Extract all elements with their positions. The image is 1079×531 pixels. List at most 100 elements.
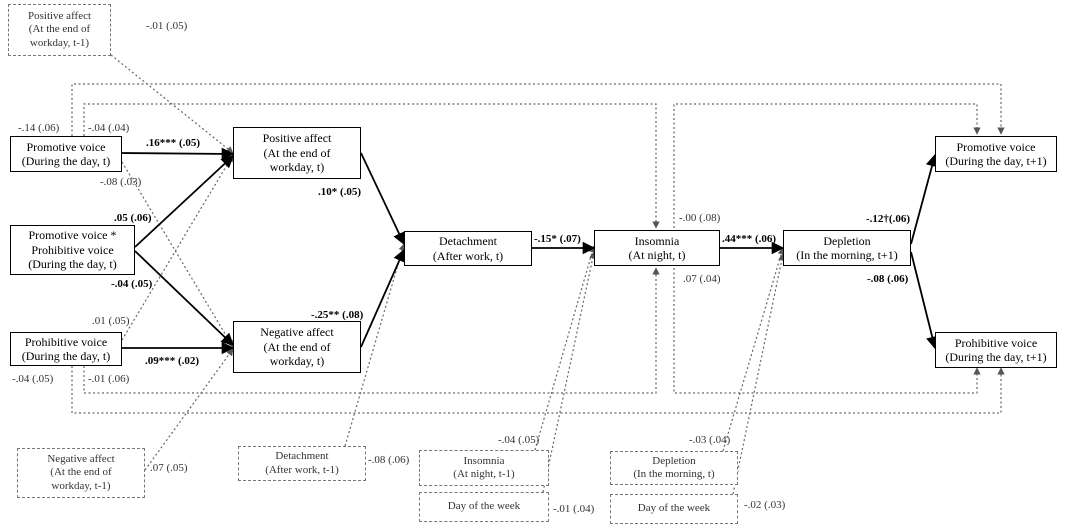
node-line: Insomnia bbox=[634, 233, 680, 248]
node-line: Negative affect bbox=[260, 325, 334, 340]
node-depletion-prev: Depletion(In the morning, t) bbox=[610, 451, 738, 485]
ins-prev-to-ins-path bbox=[534, 245, 596, 451]
dep-to-prom-path bbox=[910, 153, 939, 245]
inner-top-loop-left bbox=[83, 103, 660, 229]
node-line: (At the end of bbox=[263, 145, 331, 160]
node-promotive-voice-t: Promotive voice(During the day, t) bbox=[10, 136, 122, 172]
node-line: (During the day, t) bbox=[21, 154, 111, 168]
node-depletion-t1: Depletion(In the morning, t+1) bbox=[783, 230, 911, 266]
node-prohibitive-voice-t: Prohibitive voice(During the day, t) bbox=[10, 332, 122, 366]
inner-top-loop-right bbox=[673, 103, 981, 228]
inner-bottom-loop-left bbox=[83, 267, 660, 394]
node-day-of-week-1: Day of the week bbox=[419, 492, 549, 522]
node-line: Insomnia bbox=[463, 454, 505, 467]
node-line: Day of the week bbox=[637, 502, 711, 515]
coef-det-prev-to-det: -.08 (.06) bbox=[368, 454, 410, 466]
node-line: workday, t) bbox=[269, 160, 325, 175]
det-prev-to-det-path bbox=[344, 243, 406, 447]
node-line: (During the day, t+1) bbox=[945, 154, 1047, 168]
node-voice-interaction: Promotive voice *Prohibitive voice(Durin… bbox=[10, 225, 135, 275]
node-detachment-prev: Detachment(After work, t-1) bbox=[238, 446, 366, 481]
node-line: (After work, t-1) bbox=[265, 463, 339, 476]
node-line: (During the day, t) bbox=[28, 257, 117, 272]
outer-top-loop bbox=[71, 83, 1005, 136]
coef-prom-to-pa: .16*** (.05) bbox=[146, 137, 201, 149]
node-line: (During the day, t) bbox=[21, 349, 111, 363]
node-promotive-voice-t1: Promotive voice(During the day, t+1) bbox=[935, 136, 1057, 172]
coef-prom-to-na: -.08 (.03) bbox=[100, 176, 142, 188]
node-prohibitive-voice-t1: Prohibitive voice(During the day, t+1) bbox=[935, 332, 1057, 368]
node-line: Positive affect bbox=[27, 10, 92, 23]
coef-prom-to-ins: -.04 (.04) bbox=[88, 122, 130, 134]
node-line: Detachment bbox=[439, 234, 497, 249]
coef-dow1-to-ins: -.01 (.04) bbox=[553, 503, 595, 515]
node-day-of-week-2: Day of the week bbox=[610, 494, 738, 524]
na-prev-to-na-path bbox=[144, 348, 234, 471]
coef-ins-bottom: .07 (.04) bbox=[683, 273, 721, 285]
coef-ins-to-dep: .44*** (.06) bbox=[722, 233, 777, 245]
int-to-na-path bbox=[134, 250, 234, 346]
node-line: (After work, t) bbox=[432, 248, 504, 263]
coef-na-to-det: -.25** (.08) bbox=[311, 309, 364, 321]
coef-prom-ar-left: -.14 (.06) bbox=[18, 122, 60, 134]
coef-int-to-pa: .05 (.06) bbox=[114, 212, 152, 224]
outer-bottom-loop bbox=[71, 366, 1005, 414]
dep-to-proh-path bbox=[910, 251, 939, 350]
coef-ins-prev-to-ins: -.04 (.05) bbox=[498, 434, 540, 446]
coef-pa-to-det: .10* (.05) bbox=[318, 186, 362, 198]
node-line: Depletion bbox=[823, 233, 871, 248]
node-line: Promotive voice bbox=[26, 139, 106, 154]
node-line: (At the end of bbox=[50, 466, 112, 479]
dow2-to-dep-path bbox=[732, 253, 786, 495]
dep-prev-to-dep-path bbox=[722, 247, 785, 452]
node-line: Promotive voice * bbox=[28, 228, 117, 243]
node-line: Negative affect bbox=[47, 453, 115, 466]
node-line: Prohibitive voice bbox=[31, 242, 114, 257]
coef-ins-top: -.00 (.08) bbox=[679, 212, 721, 224]
coef-dow2-to-dep: -.02 (.03) bbox=[744, 499, 786, 511]
coef-int-to-na: -.04 (.05) bbox=[111, 278, 153, 290]
node-line: Promotive voice bbox=[956, 139, 1036, 154]
node-line: workday, t-1) bbox=[29, 36, 90, 49]
node-line: (At the end of bbox=[28, 23, 91, 36]
node-line: Prohibitive voice bbox=[24, 334, 108, 349]
node-line: (During the day, t+1) bbox=[945, 350, 1047, 364]
node-line: Prohibitive voice bbox=[954, 335, 1038, 350]
coef-dep-to-proh: -.08 (.06) bbox=[867, 273, 909, 285]
coef-pa-prev-to-pa: -.01 (.05) bbox=[146, 20, 188, 32]
node-line: (In the morning, t) bbox=[633, 468, 715, 480]
node-line: Detachment bbox=[275, 450, 329, 463]
coef-proh-to-na: .09*** (.02) bbox=[145, 355, 200, 367]
prom-to-pa-path bbox=[121, 147, 235, 161]
node-line: (In the morning, t+1) bbox=[796, 248, 898, 262]
coef-det-to-ins: -.15* (.07) bbox=[534, 233, 581, 245]
na-to-det-path bbox=[360, 248, 406, 348]
node-line: workday, t) bbox=[269, 354, 325, 369]
node-detachment-t: Detachment(After work, t) bbox=[404, 231, 532, 266]
coef-proh-ar-left: -.04 (.05) bbox=[12, 373, 54, 385]
pa-to-det-path bbox=[360, 152, 405, 246]
dow1-to-ins-path bbox=[542, 251, 597, 493]
node-insomnia-prev: Insomnia(At night, t-1) bbox=[419, 450, 549, 486]
node-line: workday, t-1) bbox=[51, 479, 111, 492]
inner-bottom-loop-right bbox=[673, 268, 981, 394]
node-line: Depletion bbox=[652, 454, 696, 467]
node-line: (At night, t-1) bbox=[453, 468, 515, 480]
coef-dep-prev-to-dep: -.03 (.04) bbox=[689, 434, 731, 446]
pa-prev-to-pa-path bbox=[110, 54, 234, 154]
node-insomnia-t: Insomnia(At night, t) bbox=[594, 230, 720, 266]
coef-dep-to-prom: -.12†(.06) bbox=[866, 213, 910, 225]
node-line: Day of the week bbox=[447, 500, 521, 513]
node-line: (At the end of bbox=[263, 339, 331, 354]
node-line: (At night, t) bbox=[628, 248, 686, 262]
coef-proh-to-pa: .01 (.05) bbox=[92, 315, 130, 327]
node-line: Positive affect bbox=[262, 131, 332, 146]
coef-proh-to-ins: -.01 (.06) bbox=[88, 373, 130, 385]
coef-na-prev-to-na: .07 (.05) bbox=[150, 462, 188, 474]
int-to-pa-path bbox=[134, 155, 234, 248]
